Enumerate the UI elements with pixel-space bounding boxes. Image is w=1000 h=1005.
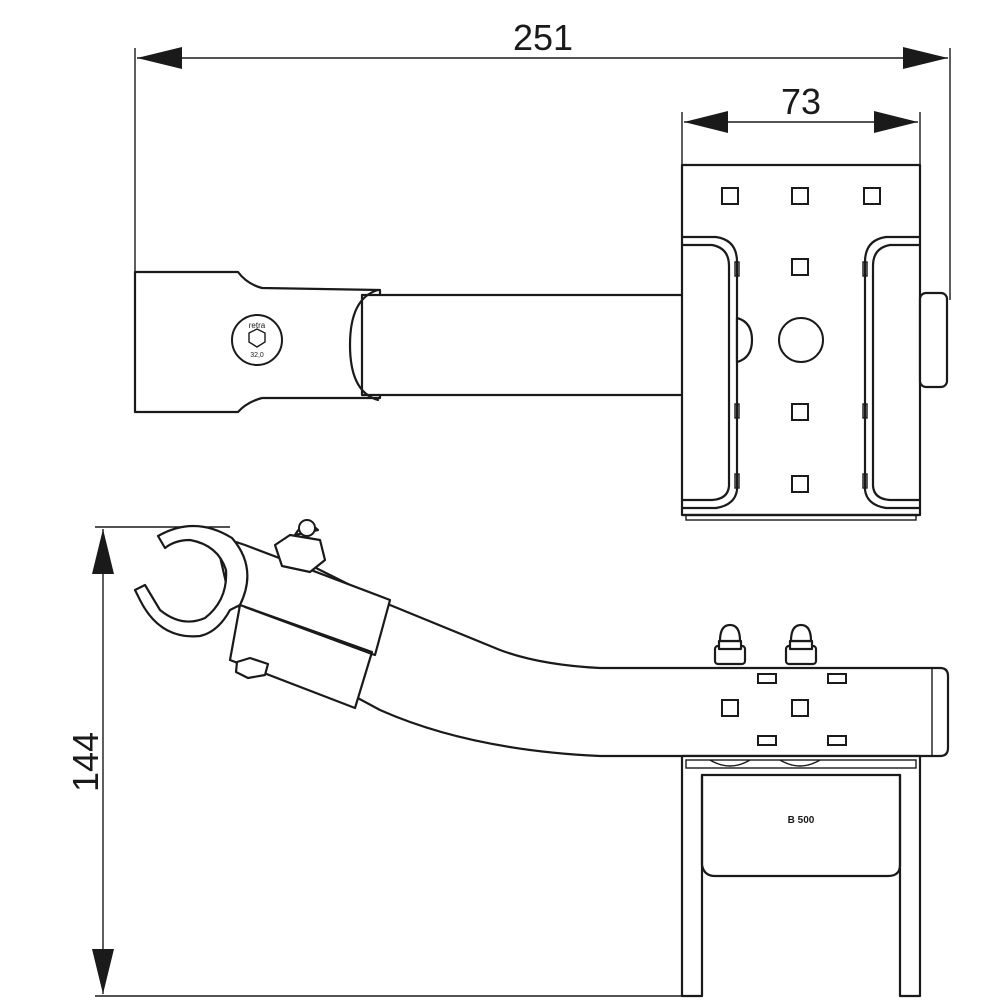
svg-text:retra: retra <box>249 321 266 330</box>
acorn-nut-right <box>784 623 818 666</box>
top-view: retra 32,0 <box>133 163 949 521</box>
dimension-height: 144 <box>65 526 690 997</box>
dimension-73-label: 73 <box>781 81 821 122</box>
rear-stub <box>918 291 949 389</box>
center-round-hole <box>778 317 824 363</box>
clamp-nut-bottom <box>234 656 270 680</box>
retra-logo: retra 32,0 <box>231 314 283 366</box>
tube-end-curve <box>348 288 380 402</box>
plate-marking-label: B 500 <box>788 815 815 826</box>
dimension-144-label: 144 <box>65 732 106 792</box>
left-bracket-wall <box>680 235 739 510</box>
bolt-head-right <box>779 759 821 767</box>
dimension-overall-length: 251 <box>134 17 951 300</box>
acorn-nut-left <box>713 623 747 666</box>
right-bracket-wall <box>863 235 922 510</box>
bracket-slots <box>734 261 868 489</box>
svg-text:32,0: 32,0 <box>250 352 264 359</box>
clamp-lower-jaw <box>228 603 374 710</box>
square-holes-top <box>721 187 881 493</box>
arm-side <box>248 558 950 758</box>
side-view-holes <box>721 668 933 756</box>
side-view: B 500 <box>133 519 950 998</box>
bolt-head-left <box>709 759 751 767</box>
clamp-ring <box>133 524 249 638</box>
dimension-251-label: 251 <box>513 17 573 58</box>
tube-top <box>360 293 686 397</box>
clamp-nut-top <box>273 519 327 574</box>
weld-stub <box>735 316 754 364</box>
dimension-plate-width: 73 <box>681 81 921 165</box>
